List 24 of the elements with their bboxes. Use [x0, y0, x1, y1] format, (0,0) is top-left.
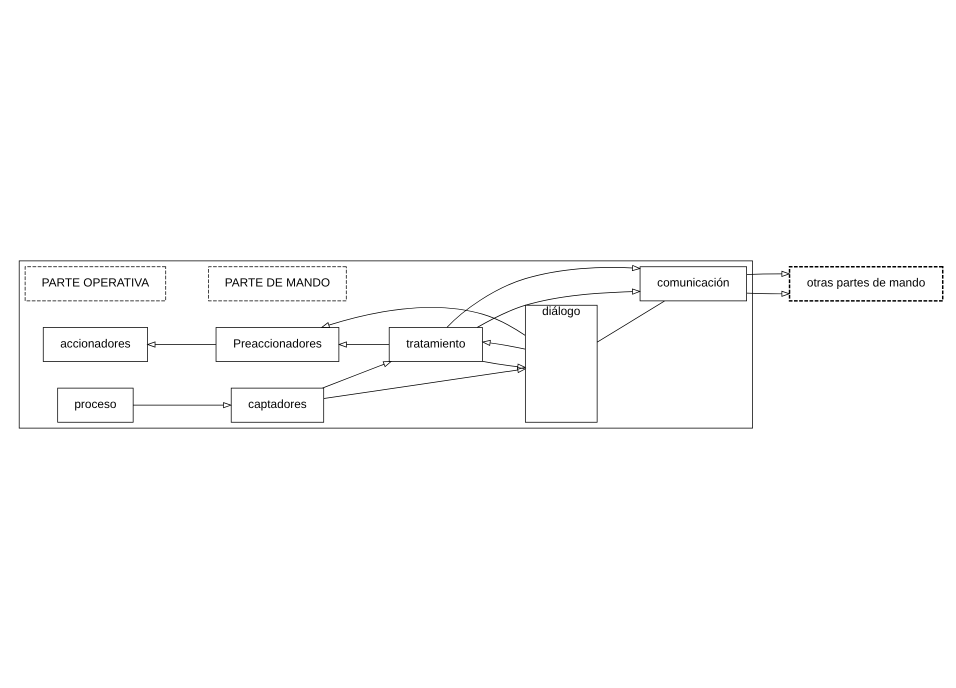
node-box: PARTE DE MANDO: [208, 266, 347, 301]
node-box: tratamiento: [388, 326, 483, 362]
node-box: proceso: [57, 387, 134, 422]
arrow: [320, 306, 526, 336]
arrow: [746, 270, 790, 276]
arrow: [482, 339, 526, 349]
node-box: diálogo: [525, 304, 598, 422]
cluster: [18, 260, 753, 428]
arrow: [476, 288, 642, 328]
connector: [596, 300, 666, 342]
node-box: PARTE OPERATIVA: [24, 266, 166, 301]
node-box: comunicación: [640, 266, 747, 301]
node-box: captadores: [230, 387, 324, 422]
arrow: [482, 360, 526, 370]
arrow: [146, 340, 216, 348]
node-box: otras partes de mando: [788, 266, 944, 302]
arrow: [746, 290, 790, 296]
arrow: [324, 366, 526, 398]
node-box: Preaccionadores: [216, 326, 340, 362]
node-box: accionadores: [42, 326, 148, 362]
arrow: [322, 360, 392, 388]
arrow: [132, 402, 232, 408]
arrow: [338, 340, 390, 348]
arrow: [446, 264, 642, 328]
